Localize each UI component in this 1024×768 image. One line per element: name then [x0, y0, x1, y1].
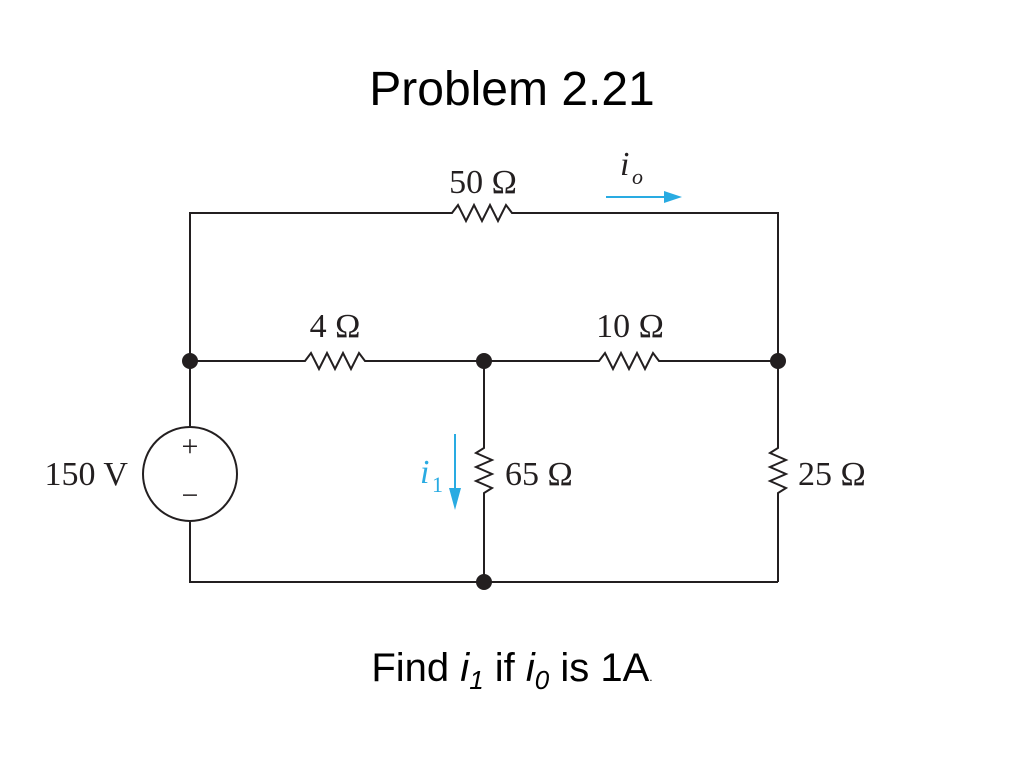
question-sub-0: 0: [534, 665, 550, 695]
slide-title: Problem 2.21: [369, 63, 655, 116]
label-150-volt: 150 V: [45, 456, 129, 493]
voltage-source-icon: [142, 426, 238, 522]
label-10-ohm: 10 Ω: [596, 308, 664, 345]
current-i1-arrow-icon: [449, 488, 461, 510]
question-sub-1: 1: [469, 665, 484, 695]
question-if: if: [483, 646, 526, 690]
current-io-arrow-icon: [664, 191, 682, 203]
node-center: [476, 353, 492, 369]
label-50-ohm: 50 Ω: [449, 164, 517, 201]
source-plus-sign: +: [182, 430, 199, 463]
question-text: Find i1 if i0 is 1A.: [0, 646, 1024, 693]
question-rest: is 1A: [549, 646, 650, 690]
center-branch-with-65-ohm-resistor: [473, 361, 495, 582]
node-right: [770, 353, 786, 369]
circuit-background: [0, 145, 885, 595]
label-65-ohm: 65 Ω: [505, 456, 573, 493]
label-4-ohm: 4 Ω: [310, 308, 361, 345]
question-find: Find: [371, 646, 461, 690]
current-i1-symbol: i: [420, 454, 429, 491]
question-var-i: i: [460, 646, 470, 690]
current-io-symbol: i: [620, 146, 629, 183]
circuit-nodes: [182, 353, 786, 590]
right-branch-with-25-ohm-resistor: [767, 361, 789, 582]
node-bottom: [476, 574, 492, 590]
source-minus-sign: −: [182, 479, 199, 512]
current-i1-subscript: 1: [432, 472, 443, 497]
circuit-wires: [189, 202, 789, 583]
top-wire-with-50-ohm-resistor: [189, 202, 779, 361]
current-io-subscript: o: [632, 164, 643, 189]
node-left: [182, 353, 198, 369]
question-period: .: [649, 670, 653, 684]
question-var-i0: i: [525, 646, 535, 690]
label-25-ohm: 25 Ω: [798, 456, 866, 493]
bottom-wire: [189, 522, 778, 583]
